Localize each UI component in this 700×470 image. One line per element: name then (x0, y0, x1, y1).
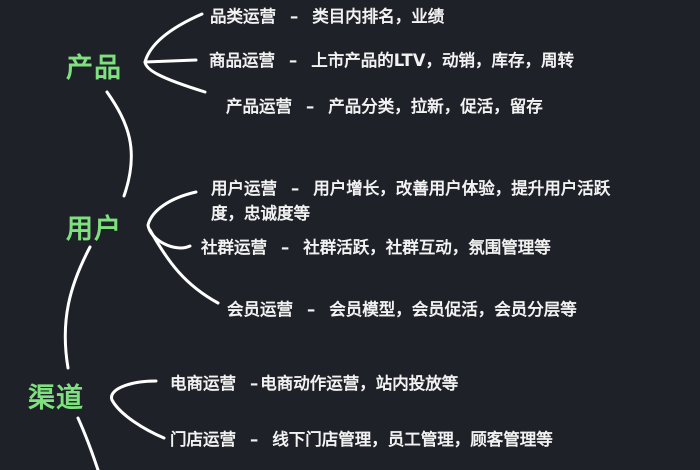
branch-ecommerce-ops: 电商运营–电商动作运营，站内投放等 (170, 372, 458, 396)
branch-desc: 线下门店管理，员工管理，顾客管理等 (272, 430, 553, 449)
branch-product-ops: 产品运营–产品分类，拉新，促活，留存 (226, 95, 543, 119)
topic-product: 产品 (66, 53, 122, 84)
branch-dash: – (281, 238, 290, 257)
branch-desc: 类目内排名，业绩 (312, 7, 445, 26)
branch-desc: 社群活跃，社群互动，氛围管理等 (303, 238, 551, 257)
branch-desc: 电商动作运营，站内投放等 (260, 374, 459, 393)
branch-dash: – (306, 97, 315, 116)
connector-spine-channel-down (76, 416, 100, 470)
branch-desc: 用户增长，改善用户体验，提升用户活跃度，忠诚度等 (211, 179, 611, 223)
branch-dash: – (291, 179, 300, 198)
connector-product-middle (143, 58, 198, 64)
branch-name: 电商运营 (170, 374, 236, 393)
branch-name: 会员运营 (227, 300, 293, 319)
branch-name: 产品运营 (226, 97, 292, 116)
branch-name: 门店运营 (170, 430, 236, 449)
connector-product-top-bottom (143, 12, 207, 94)
connector-spine-user-channel (63, 245, 92, 370)
branch-dash: – (250, 374, 259, 393)
connector-channel (110, 379, 166, 440)
branch-name: 商品运营 (209, 51, 275, 70)
branch-dash: – (290, 7, 299, 26)
branch-dash: – (250, 430, 259, 449)
branch-desc: 上市产品的LTV，动销，库存，周转 (311, 51, 575, 70)
connector-user-3 (148, 228, 220, 305)
branch-dash: – (289, 51, 298, 70)
branch-name: 社群运营 (201, 238, 267, 257)
connector-spine-product-user (105, 90, 133, 198)
branch-community-ops: 社群运营–社群活跃，社群互动，氛围管理等 (201, 236, 551, 260)
connector-user-1-2 (146, 190, 198, 250)
branch-name: 品类运营 (210, 7, 276, 26)
branch-merchandise-ops: 商品运营–上市产品的LTV，动销，库存，周转 (209, 49, 574, 73)
branch-user-ops: 用户运营–用户增长，改善用户体验，提升用户活跃度，忠诚度等 (211, 176, 631, 226)
branch-store-ops: 门店运营–线下门店管理，员工管理，顾客管理等 (170, 428, 553, 452)
topic-channel: 渠道 (28, 383, 84, 414)
branch-desc: 产品分类，拉新，促活，留存 (328, 97, 543, 116)
topic-user: 用户 (66, 214, 122, 245)
branch-desc: 会员模型，会员促活，会员分层等 (329, 300, 577, 319)
branch-member-ops: 会员运营–会员模型，会员促活，会员分层等 (227, 298, 577, 322)
branch-dash: – (307, 300, 316, 319)
branch-category-ops: 品类运营–类目内排名，业绩 (210, 5, 444, 29)
branch-name: 用户运营 (211, 179, 277, 198)
